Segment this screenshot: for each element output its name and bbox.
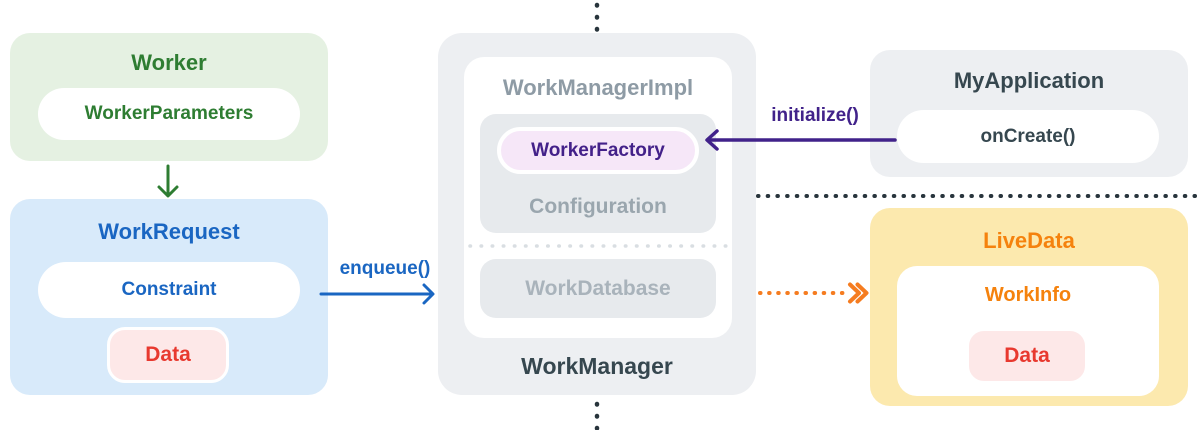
worker-to-workrequest-arrow [157, 164, 179, 198]
initialize-edge-label: initialize() [771, 105, 859, 126]
constraint-label: Constraint [121, 279, 217, 300]
on-create-node: onCreate() [897, 110, 1159, 163]
live-data-data-node: Data [966, 328, 1088, 384]
worker-parameters-node: WorkerParameters [38, 88, 300, 140]
live-data-node: LiveData WorkInfo Data [870, 208, 1188, 406]
on-create-label: onCreate() [980, 125, 1076, 147]
enqueue-arrow [319, 283, 435, 305]
work-info-label: WorkInfo [984, 284, 1072, 306]
live-data-data-label: Data [1004, 344, 1050, 367]
work-database-node: WorkDatabase [480, 259, 716, 318]
live-data-node-title: LiveData [983, 228, 1075, 253]
work-request-node-title: WorkRequest [98, 219, 240, 244]
constraint-node: Constraint [38, 262, 300, 318]
configuration-label: Configuration [529, 195, 667, 218]
work-manager-node-title: WorkManager [521, 353, 673, 379]
work-request-node: WorkRequest Constraint Data [10, 199, 328, 395]
work-database-label: WorkDatabase [525, 276, 671, 300]
enqueue-edge-label: enqueue() [339, 258, 431, 279]
work-request-data-label: Data [145, 343, 191, 366]
work-manager-impl-title: WorkManagerImpl [502, 75, 694, 100]
worker-node: Worker WorkerParameters [10, 33, 328, 161]
worker-node-title: Worker [131, 50, 207, 75]
work-manager-impl-container: WorkManagerImpl WorkerFactory Configurat… [464, 57, 732, 338]
worker-parameters-label: WorkerParameters [84, 103, 254, 124]
my-application-node-title: MyApplication [953, 68, 1105, 93]
configuration-container: WorkerFactory Configuration [480, 114, 716, 233]
work-info-container: WorkInfo Data [897, 266, 1159, 396]
work-manager-node: WorkManagerImpl WorkerFactory Configurat… [438, 33, 756, 395]
workmanager-to-livedata-dotted-arrow [758, 282, 869, 304]
worker-factory-node: WorkerFactory [497, 127, 699, 174]
my-application-node: MyApplication onCreate() [870, 50, 1188, 177]
worker-factory-label: WorkerFactory [531, 139, 665, 161]
work-request-data-node: Data [107, 327, 229, 383]
